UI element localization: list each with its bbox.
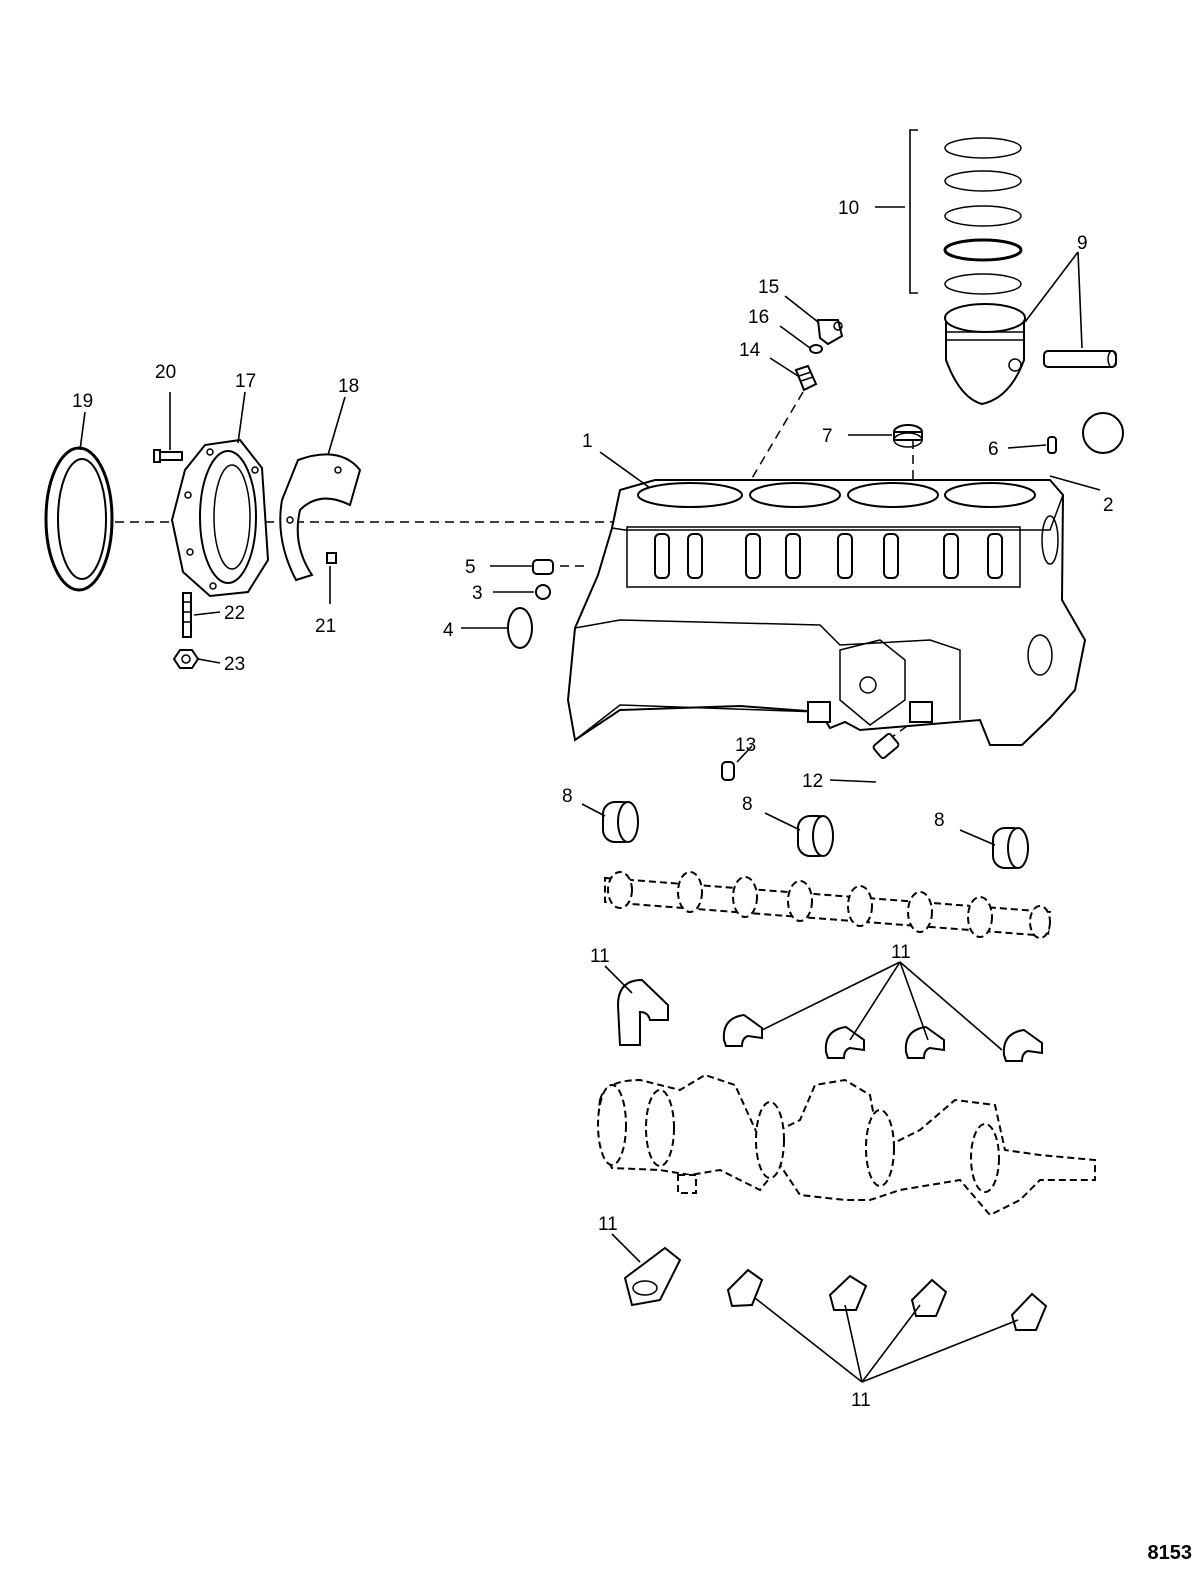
- callout-3: 3: [472, 583, 483, 604]
- main-bearing-upper-4: [904, 1025, 945, 1059]
- callout-11a: 11: [590, 946, 610, 967]
- o-ring: [809, 344, 823, 354]
- callout-14: 14: [739, 340, 761, 361]
- callout-16: 16: [748, 307, 769, 328]
- callout-15: 15: [758, 277, 779, 298]
- callout-8a: 8: [562, 786, 573, 807]
- callout-21: 21: [315, 616, 336, 637]
- main-bearing-lower-3: [828, 1274, 868, 1311]
- retainer-nut: [172, 649, 200, 669]
- main-bearing-lower-4: [910, 1278, 948, 1317]
- retainer-stud: [182, 592, 192, 638]
- callout-1: 1: [582, 431, 593, 452]
- main-bearing-upper-3: [824, 1025, 865, 1059]
- expansion-plug-small: [535, 584, 551, 600]
- callout-6: 6: [988, 439, 999, 460]
- callout-23: 23: [224, 654, 245, 675]
- core-plug: [1082, 412, 1124, 454]
- callout-17: 17: [235, 371, 256, 392]
- dowel-pin: [326, 552, 337, 564]
- cam-bearing-3: [992, 827, 1029, 869]
- rear-main-seal: [44, 446, 114, 592]
- adapter-fitting: [794, 364, 818, 392]
- callout-7: 7: [822, 426, 833, 447]
- callout-11b: 11: [891, 942, 911, 963]
- oil-gallery-plug: [872, 733, 900, 759]
- lifter: [893, 424, 923, 448]
- callout-20: 20: [155, 362, 176, 383]
- crankshaft: [597, 1073, 1096, 1217]
- callout-11d: 11: [851, 1390, 871, 1411]
- callout-10: 10: [838, 198, 859, 219]
- retainer-gasket: [279, 453, 362, 582]
- retainer-bolt: [153, 449, 183, 463]
- leader-lines: [79, 206, 1101, 1383]
- pipe-plug: [532, 559, 554, 575]
- cam-bearing-2: [797, 815, 834, 857]
- callout-9: 9: [1077, 233, 1088, 254]
- piston-pin: [1043, 350, 1117, 368]
- piston-rings: [909, 129, 1023, 295]
- figure-number: 8153: [1147, 1542, 1193, 1564]
- callout-18: 18: [338, 376, 359, 397]
- cylinder-block: [566, 479, 1087, 746]
- cam-bearing-1: [602, 801, 639, 843]
- expansion-plug: [507, 607, 533, 649]
- callout-12: 12: [802, 771, 823, 792]
- callout-8b: 8: [742, 794, 753, 815]
- callout-22: 22: [224, 603, 245, 624]
- plug-13: [721, 761, 735, 781]
- elbow-fitting: [816, 319, 844, 346]
- main-bearing-upper-5: [1002, 1028, 1043, 1062]
- callout-5: 5: [465, 557, 476, 578]
- callout-8c: 8: [934, 810, 945, 831]
- callout-19: 19: [72, 391, 93, 412]
- main-bearing-thrust-upper: [616, 978, 669, 1046]
- main-bearing-lower-5: [1010, 1292, 1048, 1331]
- seal-retainer: [170, 438, 270, 598]
- piston: [944, 303, 1026, 406]
- callout-13: 13: [735, 735, 756, 756]
- centerline-fitting: [744, 391, 804, 491]
- main-bearing-lower-2: [726, 1268, 764, 1308]
- dowel: [1047, 436, 1057, 454]
- callout-11c: 11: [598, 1214, 618, 1235]
- camshaft: [604, 871, 1052, 939]
- callout-4: 4: [443, 620, 454, 641]
- main-bearing-thrust-lower: [623, 1246, 682, 1307]
- main-bearing-upper-2: [722, 1013, 763, 1047]
- callout-2: 2: [1103, 495, 1114, 516]
